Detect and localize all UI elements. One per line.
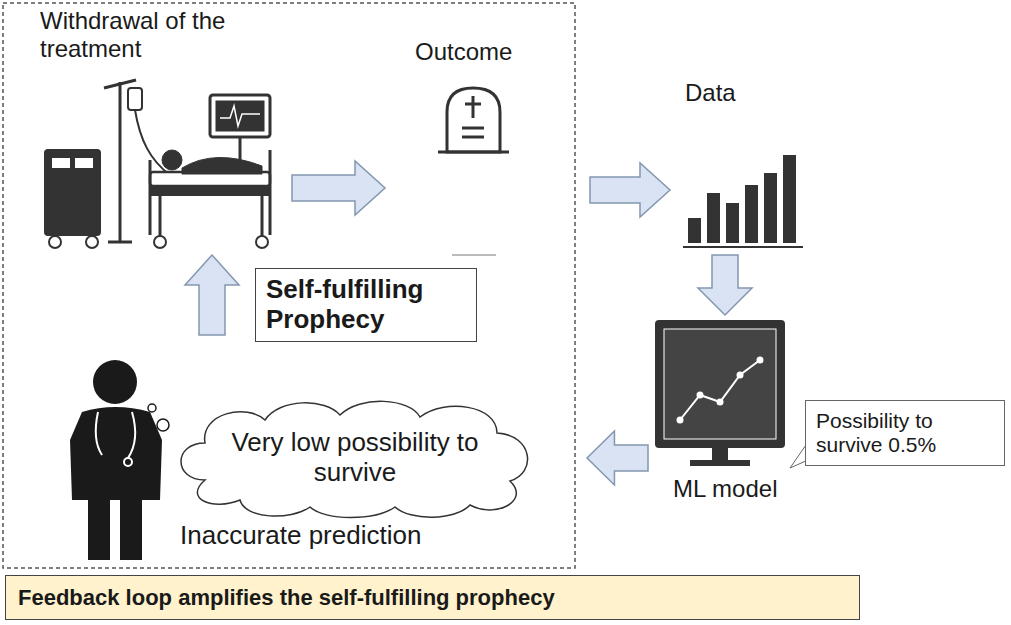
- computer-monitor-icon-part: [712, 448, 728, 460]
- computer-monitor-icon-part: [697, 392, 704, 399]
- doctor-figure-part: [93, 360, 137, 404]
- doctor-figure: [70, 360, 169, 560]
- doctor-figure-part: [157, 419, 169, 431]
- illustration-node: Withdrawal of the treatment: [30, 5, 292, 255]
- callout-box: Possibility to survive 0.5%: [805, 400, 1005, 466]
- block-arrow: [587, 431, 648, 485]
- computer-monitor-icon-part: [677, 417, 684, 424]
- bar-chart-icon-part: [683, 246, 803, 248]
- tombstone-icon-part: [462, 127, 484, 130]
- icu-bed-illustration-part: [104, 80, 136, 88]
- bar-chart-icon-part: [707, 193, 720, 243]
- computer-monitor-icon-part: [737, 372, 744, 379]
- doctor-figure-part: [88, 498, 110, 560]
- computer-monitor-icon-part: [757, 357, 764, 364]
- icu-bed-illustration-part: [269, 150, 272, 235]
- process-box: Self-fulfilling Prophecy: [255, 268, 477, 342]
- tombstone-icon-part: [452, 254, 496, 256]
- node-label: Outcome: [415, 38, 512, 66]
- doctor-figure-part: [120, 498, 142, 560]
- tombstone-icon-part: [465, 103, 481, 106]
- bar-chart-icon-part: [764, 173, 777, 243]
- illustration-node: Inaccurate prediction Very low possibilit…: [55, 335, 587, 567]
- icu-bed-illustration-part: [108, 241, 132, 244]
- doctor-figure-part: [70, 407, 162, 500]
- icu-bed-illustration-part: [45, 150, 100, 235]
- tombstone-icon-part: [462, 136, 484, 139]
- icu-bed-illustration-part: [149, 160, 152, 235]
- illustration-node: Data: [670, 75, 810, 255]
- bar-chart-icon-part: [688, 218, 701, 243]
- tombstone-icon: [438, 88, 509, 255]
- computer-monitor-icon-part: [655, 320, 785, 448]
- doctor-figure-part: [124, 458, 132, 466]
- computer-monitor-icon-part: [690, 460, 750, 466]
- icu-bed-illustration-part: [159, 196, 162, 236]
- tombstone-icon-part: [447, 88, 500, 152]
- computer-monitor-icon-part: [717, 399, 724, 406]
- block-arrow: [185, 255, 239, 335]
- icu-bed-illustration-part: [154, 236, 166, 248]
- icu-bed-illustration-part: [261, 196, 264, 236]
- node-label: Inaccurate prediction: [180, 521, 421, 551]
- icu-bed-illustration-part: [162, 150, 182, 170]
- icu-bed-illustration-part: [150, 186, 270, 196]
- icu-bed-illustration-part: [182, 157, 262, 174]
- node-label: ML model: [673, 475, 777, 503]
- icu-bed-illustration-part: [49, 236, 61, 248]
- tombstone-icon-part: [438, 151, 509, 154]
- bar-chart-icon-part: [783, 155, 796, 243]
- bar-chart-icon-part: [745, 185, 758, 243]
- computer-monitor-icon-part: [680, 360, 760, 420]
- node-label: Very low possibility to survive: [220, 428, 490, 488]
- block-arrow: [590, 163, 670, 217]
- block-arrow: [698, 255, 752, 315]
- computer-monitor-icon-part: [664, 329, 776, 439]
- icu-bed-illustration-part: [52, 158, 70, 168]
- icu-bed-illustration-part: [119, 82, 122, 242]
- icu-bed-illustration-part: [75, 158, 93, 168]
- node-label: Possibility to survive 0.5%: [816, 409, 994, 457]
- dashed-region: [3, 3, 575, 568]
- node-label: Withdrawal of the treatment: [40, 7, 240, 62]
- icu-bed-illustration-part: [128, 88, 142, 110]
- illustration-node: ML model: [648, 315, 808, 515]
- bar-chart-icon: [683, 155, 803, 247]
- icu-bed-illustration-part: [216, 101, 264, 131]
- node-label: Self-fulfilling Prophecy: [266, 275, 466, 335]
- node-label: Data: [685, 79, 736, 107]
- bar-chart-icon-part: [726, 203, 739, 243]
- tombstone-icon-part: [472, 96, 475, 118]
- icu-bed-illustration-part: [220, 106, 260, 126]
- icu-bed-illustration: [45, 80, 270, 248]
- doctor-figure-part: [96, 412, 135, 458]
- thought-cloud: Very low possibility to survive: [165, 395, 545, 520]
- illustration-node: Outcome: [385, 30, 590, 265]
- banner-box: Feedback loop amplifies the self-fulfill…: [5, 575, 860, 620]
- node-label: Feedback loop amplifies the self-fulfill…: [18, 585, 847, 610]
- computer-monitor-icon: [655, 320, 785, 466]
- icu-bed-illustration-part: [86, 236, 98, 248]
- icu-bed-illustration-part: [256, 236, 268, 248]
- block-arrow: [292, 161, 385, 215]
- cloud-outline-path: [181, 401, 528, 517]
- icu-bed-illustration-part: [210, 95, 270, 137]
- doctor-figure-part: [148, 404, 156, 412]
